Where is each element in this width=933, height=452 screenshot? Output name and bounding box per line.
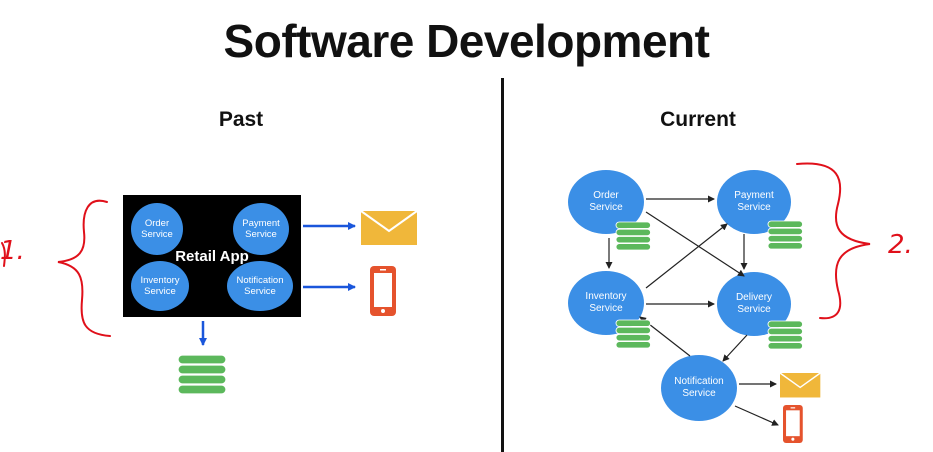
current-notification-service: Notification Service — [661, 355, 737, 421]
handwritten-brace-right — [796, 162, 871, 320]
phone-icon — [783, 405, 803, 443]
database-icon — [767, 320, 803, 350]
past-heading: Past — [218, 108, 264, 131]
past-order-service: Order Service — [131, 203, 183, 255]
database-icon — [177, 354, 227, 395]
annotation-1: 1. — [0, 236, 25, 266]
retail-app-label: Retail App — [175, 248, 249, 265]
past-inventory-service: Inventory Service — [131, 261, 189, 311]
page-title: Software Development — [223, 15, 710, 67]
phone-icon — [370, 266, 396, 316]
database-icon — [767, 220, 803, 250]
email-icon — [360, 210, 418, 246]
database-icon — [615, 221, 651, 251]
database-icon — [615, 319, 651, 349]
handwritten-brace-left — [1, 199, 111, 337]
past-arrows — [199, 222, 356, 346]
current-heading: Current — [660, 108, 736, 131]
divider — [501, 78, 504, 452]
past-payment-service: Payment Service — [233, 203, 289, 255]
past-notification-service: Notification Service — [227, 261, 293, 311]
retail-app-monolith: Order Service Payment Service Inventory … — [123, 195, 301, 317]
current-arrows — [605, 195, 779, 426]
email-icon — [779, 372, 822, 399]
annotation-2: 2. — [888, 230, 913, 260]
